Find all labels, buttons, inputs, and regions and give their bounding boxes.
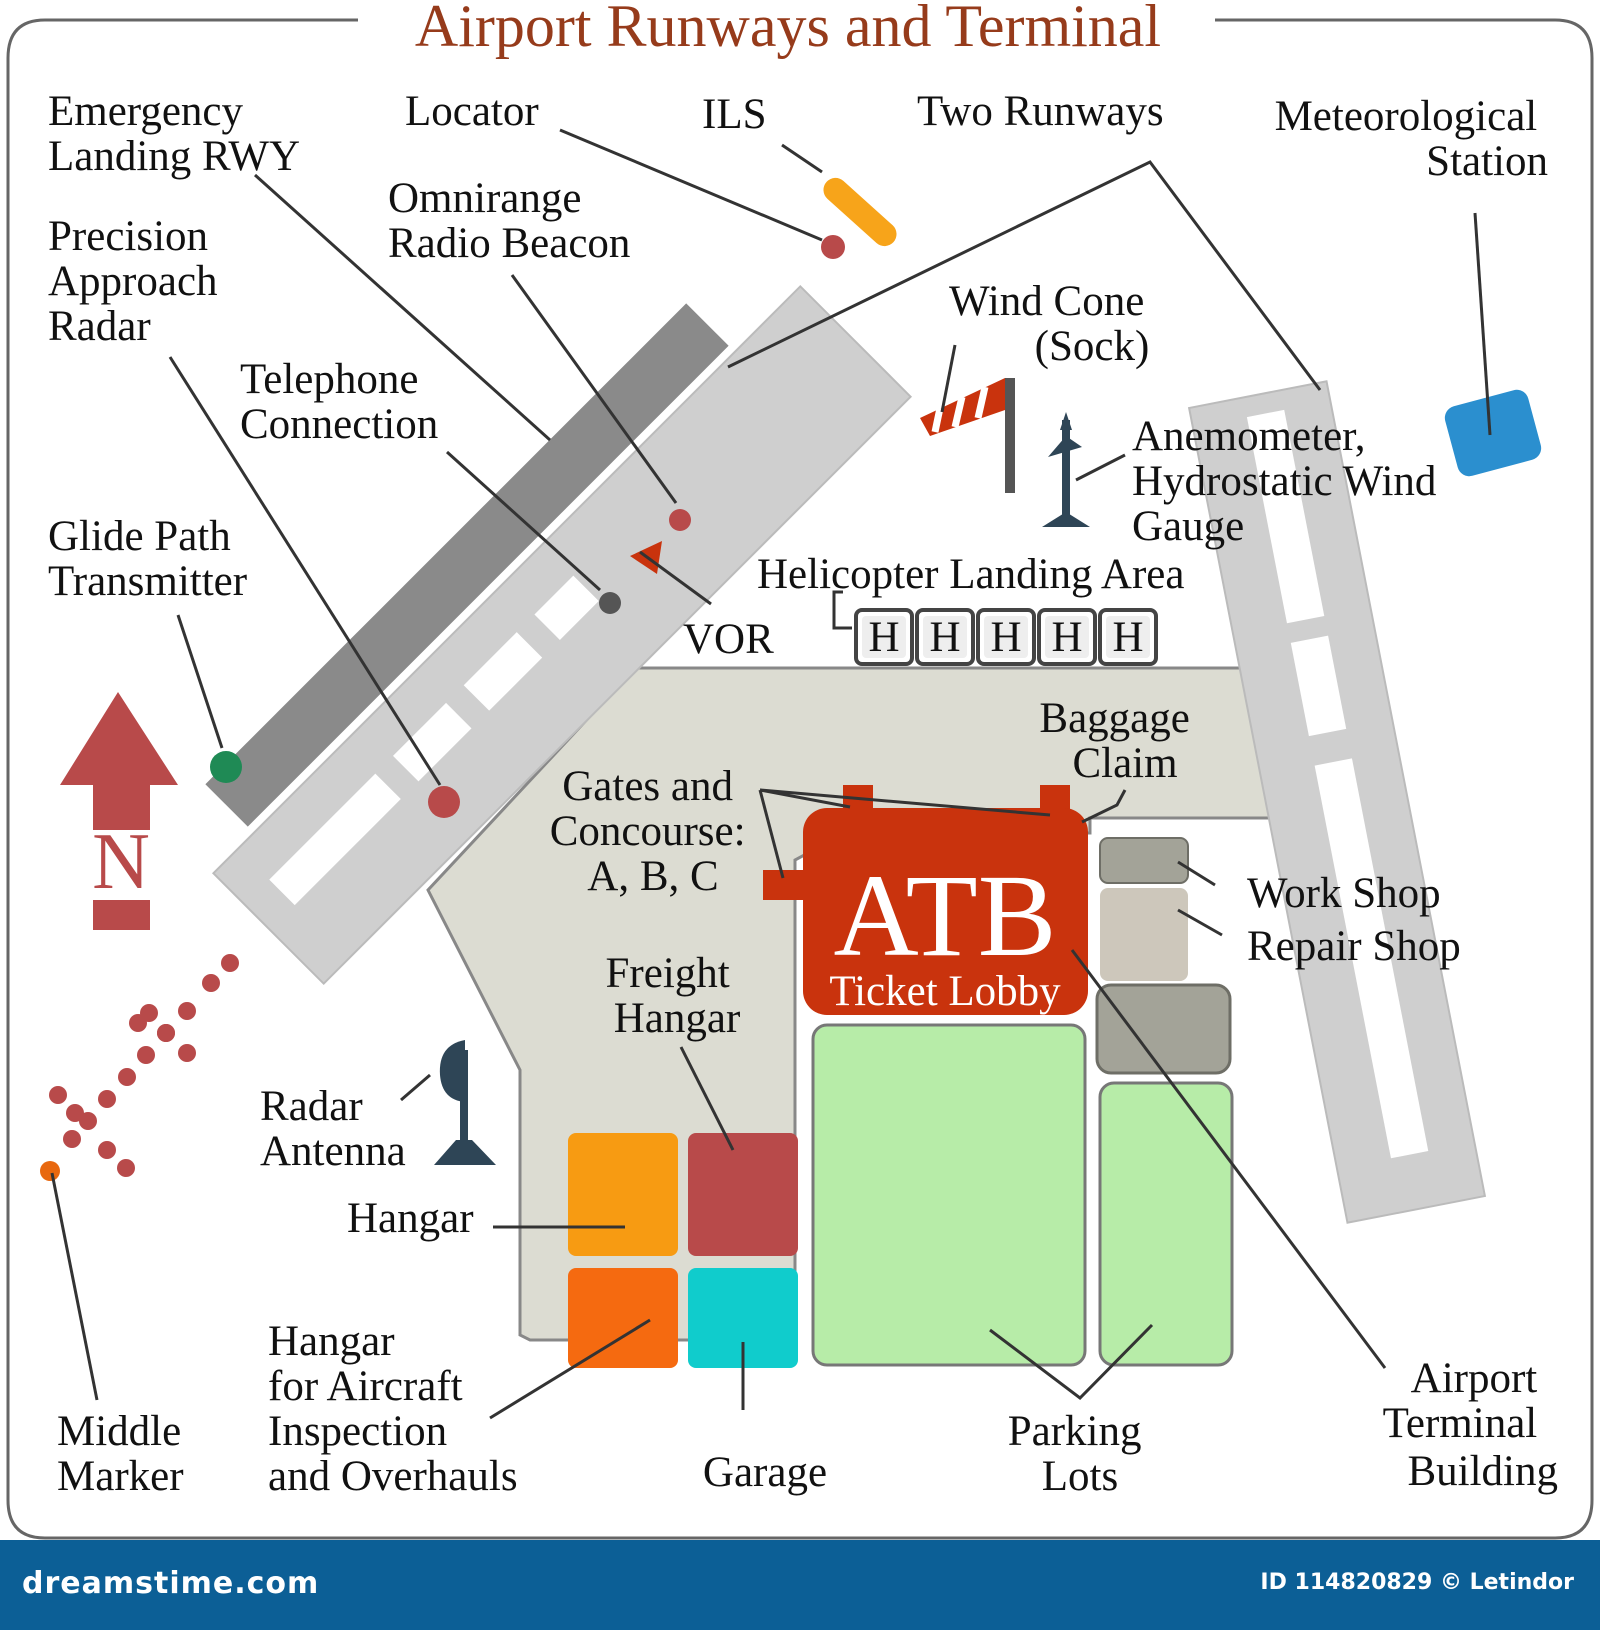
label-glide-path-transmitter: Glide Path Transmitter bbox=[48, 513, 247, 605]
approach-light bbox=[202, 974, 220, 992]
hangar-building bbox=[568, 1133, 678, 1256]
main-runway-diagonal bbox=[211, 284, 913, 986]
parking-lot-small bbox=[1098, 1081, 1234, 1367]
helipad: H bbox=[1037, 608, 1097, 666]
label-gates-and-concourse: Gates and Concourse: A, B, C bbox=[550, 763, 757, 900]
right-runway bbox=[1187, 380, 1487, 1224]
helipad-letter: H bbox=[1051, 614, 1082, 661]
emergency-landing-runway bbox=[205, 303, 729, 827]
label-airport-terminal-building: Airport Terminal Building bbox=[1383, 1355, 1558, 1495]
label-hangar-inspection: Hangar for Aircraft Inspection and Overh… bbox=[268, 1318, 518, 1500]
freight-hangar-building bbox=[688, 1133, 798, 1256]
helipad-letter: H bbox=[868, 614, 899, 661]
label-anemometer: Anemometer, Hydrostatic Wind Gauge bbox=[1132, 413, 1447, 550]
approach-light bbox=[157, 1024, 175, 1042]
garage-building bbox=[688, 1268, 798, 1368]
inspection-hangar-building bbox=[568, 1268, 678, 1368]
label-helicopter-landing-area: Helicopter Landing Area bbox=[757, 551, 1184, 598]
label-precision-approach-radar: Precision Approach Radar bbox=[48, 213, 228, 350]
parking-lot-large bbox=[811, 1023, 1087, 1367]
helipad: H bbox=[854, 608, 914, 666]
approach-light bbox=[49, 1086, 67, 1104]
approach-light bbox=[66, 1104, 84, 1122]
helipad-letter: H bbox=[1112, 614, 1143, 661]
approach-light bbox=[98, 1141, 116, 1159]
atb-code: ATB bbox=[834, 850, 1057, 981]
label-baggage-claim: Baggage Claim bbox=[1039, 695, 1200, 787]
approach-light bbox=[118, 1068, 136, 1086]
footer-brand: dreamstime.com bbox=[22, 1566, 320, 1601]
approach-light bbox=[129, 1014, 147, 1032]
telephone-connection-icon bbox=[599, 592, 621, 614]
atb-subtitle: Ticket Lobby bbox=[829, 968, 1061, 1015]
approach-light bbox=[137, 1046, 155, 1064]
helipad-letter: H bbox=[929, 614, 960, 661]
approach-light bbox=[63, 1130, 81, 1148]
label-work-shop: Work Shop bbox=[1247, 870, 1441, 917]
wind-cone-icon bbox=[920, 378, 1015, 493]
approach-light bbox=[178, 1002, 196, 1020]
work-shop-building bbox=[1099, 837, 1189, 884]
middle-marker-icon bbox=[40, 1161, 60, 1181]
label-vor: VOR bbox=[683, 616, 774, 663]
omnirange-beacon-icon bbox=[669, 509, 691, 531]
approach-light bbox=[178, 1044, 196, 1062]
north-letter: N bbox=[92, 818, 150, 906]
label-telephone-connection: Telephone Connection bbox=[240, 356, 438, 448]
label-meteorological-station: Meteorological Station bbox=[1275, 93, 1548, 185]
label-ils: ILS bbox=[702, 91, 767, 138]
precision-approach-radar-icon bbox=[428, 786, 460, 818]
approach-light bbox=[117, 1159, 135, 1177]
page-title: Airport Runways and Terminal bbox=[415, 0, 1161, 59]
frame-border bbox=[6, 18, 1594, 1540]
label-middle-marker: Middle Marker bbox=[57, 1408, 192, 1500]
approach-lights bbox=[49, 954, 239, 1177]
approach-light bbox=[79, 1112, 97, 1130]
footer-image-id: ID 114820829 © Letindor bbox=[1260, 1570, 1574, 1595]
label-wind-cone: Wind Cone (Sock) bbox=[949, 278, 1155, 370]
helipad-letter: H bbox=[990, 614, 1021, 661]
label-repair-shop: Repair Shop bbox=[1247, 923, 1461, 970]
radar-antenna-icon bbox=[434, 1040, 496, 1165]
repair-shop-building bbox=[1100, 888, 1188, 981]
glide-path-transmitter-icon bbox=[210, 751, 242, 783]
label-freight-hangar: Freight Hangar bbox=[606, 950, 741, 1042]
leader-lines bbox=[50, 128, 1492, 1420]
label-emergency-landing-rwy: Emergency Landing RWY bbox=[48, 88, 300, 180]
anemometer-icon bbox=[1042, 412, 1090, 527]
label-garage: Garage bbox=[703, 1449, 827, 1496]
watermark-footer: dreamstime.com ID 114820829 © Letindor bbox=[0, 1540, 1600, 1630]
label-locator: Locator bbox=[405, 88, 539, 135]
helipad: H bbox=[915, 608, 975, 666]
locator-icon bbox=[821, 235, 845, 259]
airport-terminal-building: ATB Ticket Lobby bbox=[763, 785, 1088, 1015]
label-radar-antenna: Radar Antenna bbox=[260, 1083, 406, 1175]
meteorological-station-icon bbox=[1444, 389, 1542, 477]
helicopter-landing-area: H H H H H bbox=[854, 608, 1158, 666]
label-parking-lots: Parking Lots bbox=[1008, 1408, 1153, 1500]
label-hangar: Hangar bbox=[347, 1195, 474, 1242]
shop-building-grey bbox=[1095, 983, 1232, 1075]
label-two-runways: Two Runways bbox=[917, 88, 1164, 135]
north-arrow: N bbox=[60, 692, 178, 930]
label-omnirange-radio-beacon: Omnirange Radio Beacon bbox=[388, 175, 630, 267]
helipad: H bbox=[1098, 608, 1158, 666]
ils-icon bbox=[823, 177, 897, 247]
approach-light bbox=[98, 1090, 116, 1108]
helipad: H bbox=[976, 608, 1036, 666]
approach-light bbox=[221, 954, 239, 972]
